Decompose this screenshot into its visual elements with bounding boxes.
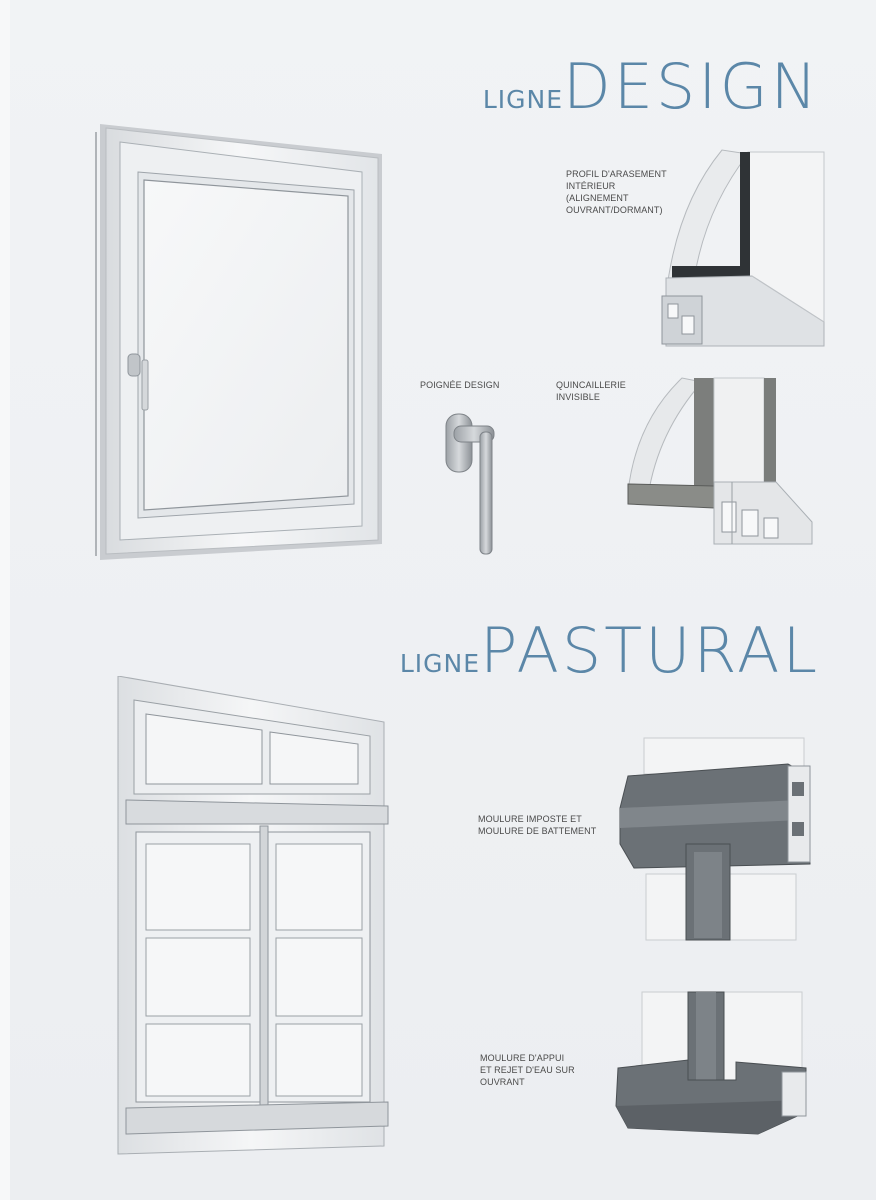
moulure-imposte-section-image: [619, 737, 811, 941]
title-main: DESIGN: [563, 50, 820, 123]
label-poignee-design: POIGNÉE DESIGN: [420, 380, 500, 390]
profil-arasement-section-image: [661, 149, 825, 347]
pastural-window-image: [117, 676, 389, 1155]
title-prefix: LIGNE: [399, 649, 481, 678]
quincaillerie-section-image: [627, 377, 813, 545]
label-profil-arasement: PROFIL D'ARASEMENT INTÉRIEUR (ALIGNEMENT…: [566, 169, 667, 215]
ligne-design-title: LIGNEDESIGN: [483, 56, 820, 118]
label-moulure-imposte: MOULURE IMPOSTE ET MOULURE DE BATTEMENT: [478, 814, 597, 836]
poignee-design-image: [445, 413, 495, 555]
title-prefix: LIGNE: [482, 85, 564, 114]
ligne-pastural-title: LIGNEPASTURAL: [400, 620, 820, 682]
page-edge: [0, 0, 10, 1200]
label-moulure-appui: MOULURE D'APPUI ET REJET D'EAU SUR OUVRA…: [480, 1053, 575, 1087]
title-main: PASTURAL: [480, 614, 820, 687]
label-quincaillerie-invisible: QUINCAILLERIE INVISIBLE: [556, 380, 626, 402]
design-window-image: [95, 124, 382, 560]
moulure-appui-section-image: [615, 991, 807, 1135]
